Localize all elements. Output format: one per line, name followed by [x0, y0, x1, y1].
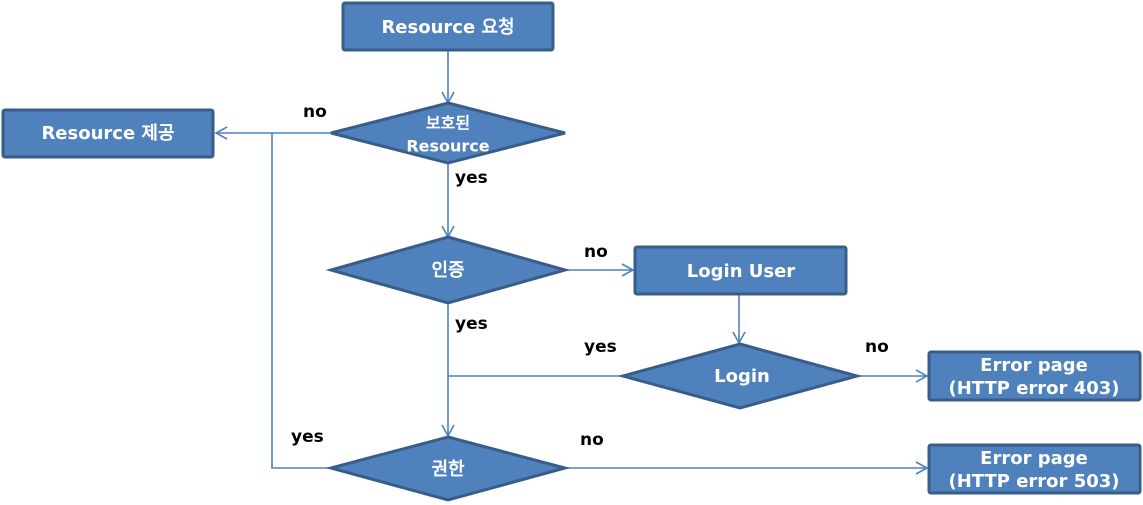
node-request — [341, 1, 555, 52]
node-protected — [330, 101, 566, 165]
label-auth-no: no — [584, 242, 608, 262]
request-text: Resource 요청 — [381, 17, 514, 38]
label-login-no: no — [865, 337, 889, 357]
node-error403 — [927, 350, 1142, 402]
login-user-text: Login User — [687, 261, 796, 282]
label-permission-no: no — [580, 430, 604, 450]
node-login-user — [633, 245, 848, 296]
login-text: Login — [714, 366, 770, 387]
node-login — [617, 342, 863, 410]
node-permission — [325, 435, 571, 502]
label-protected-no: no — [303, 102, 327, 122]
node-provide — [1, 108, 215, 159]
label-protected-yes: yes — [455, 168, 488, 188]
protected-text-line2: Resource — [406, 137, 489, 156]
edge-permission-provide — [271, 133, 331, 469]
auth-text: 인증 — [431, 260, 464, 281]
permission-text: 권한 — [431, 459, 465, 480]
protected-text-line1: 보호된 — [426, 114, 470, 133]
error503-text-line2: (HTTP error 503) — [949, 471, 1120, 492]
error403-text-line1: Error page — [980, 355, 1088, 376]
node-auth — [325, 235, 571, 305]
label-login-yes: yes — [584, 337, 617, 357]
error403-text-line2: (HTTP error 403) — [949, 378, 1120, 399]
label-permission-yes: yes — [291, 427, 324, 447]
node-error503 — [927, 443, 1142, 495]
error503-text-line1: Error page — [980, 448, 1088, 469]
label-auth-yes: yes — [455, 314, 488, 334]
provide-text: Resource 제공 — [41, 123, 174, 144]
